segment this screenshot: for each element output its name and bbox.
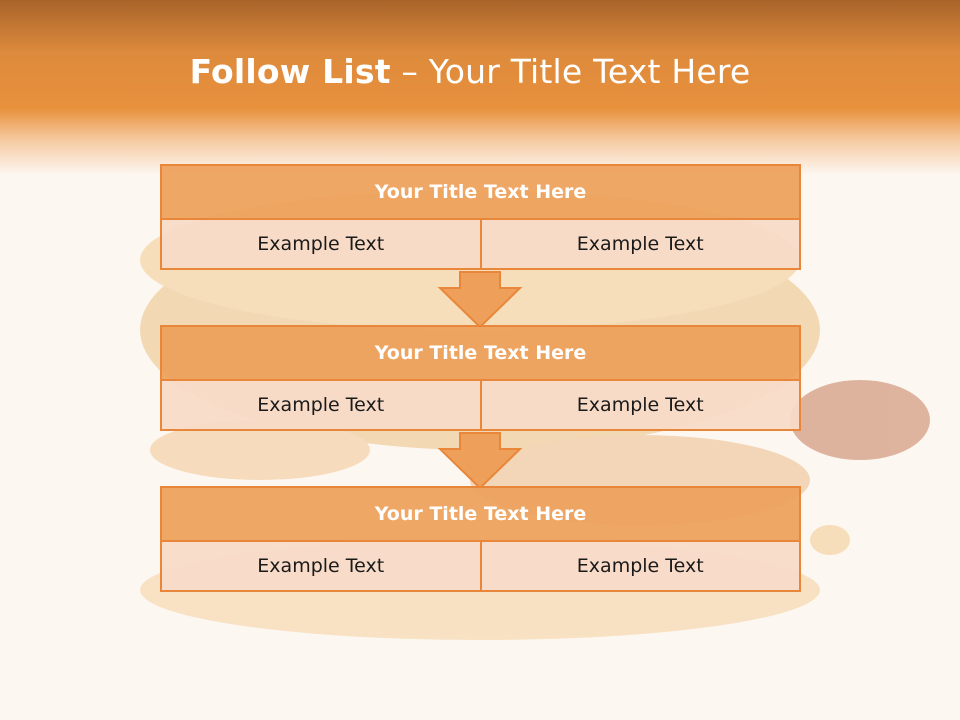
- step-cell-right: Example Text: [479, 542, 801, 592]
- step-title: Your Title Text Here: [160, 325, 801, 381]
- step-cell-left: Example Text: [160, 542, 482, 592]
- step-row: Example Text Example Text: [160, 542, 801, 592]
- page-title-bold: Follow List: [189, 52, 391, 91]
- header-band: [0, 0, 960, 175]
- step-cell-left: Example Text: [160, 381, 482, 431]
- page-title-rest: – Your Title Text Here: [390, 52, 751, 91]
- step-row: Example Text Example Text: [160, 381, 801, 431]
- down-arrow-icon: [437, 271, 523, 329]
- step-title: Your Title Text Here: [160, 486, 801, 542]
- step-block-3: Your Title Text Here Example Text Exampl…: [160, 486, 801, 592]
- step-block-1: Your Title Text Here Example Text Exampl…: [160, 164, 801, 270]
- step-cell-left: Example Text: [160, 220, 482, 270]
- step-row: Example Text Example Text: [160, 220, 801, 270]
- step-block-2: Your Title Text Here Example Text Exampl…: [160, 325, 801, 431]
- step-cell-right: Example Text: [479, 381, 801, 431]
- step-cell-right: Example Text: [479, 220, 801, 270]
- down-arrow-icon: [437, 432, 523, 490]
- page-title: Follow List – Your Title Text Here: [0, 52, 940, 91]
- step-title: Your Title Text Here: [160, 164, 801, 220]
